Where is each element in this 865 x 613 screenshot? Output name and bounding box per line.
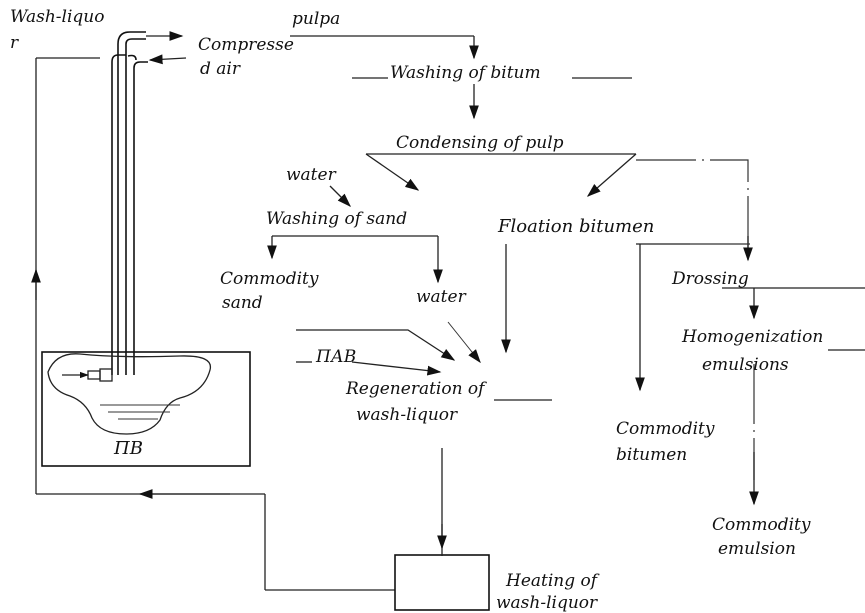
return-line	[31, 57, 395, 591]
pulpa-label: pulpa	[292, 9, 340, 29]
wash-liquor-label-line1: Wash-liquo	[10, 7, 105, 27]
tank-label: ПВ	[113, 438, 143, 459]
airlift-apparatus	[111, 31, 187, 375]
heating-label-line1: Heating of	[505, 571, 600, 591]
commodity-sand-label-line1: Commodity	[220, 269, 319, 289]
wash-tank: ПВ	[41, 351, 251, 467]
heating-label-line2: wash-liquor	[496, 593, 598, 613]
washing-of-bitum-label: Washing of bitum	[390, 63, 541, 83]
water-label-mid: water	[416, 287, 467, 307]
commodity-emulsion-label-line2: emulsion	[718, 539, 796, 559]
regeneration-label-line1: Regeneration of	[345, 379, 487, 399]
drossing-label: Drossing	[671, 269, 749, 289]
commodity-bitumen-label-line2: bitumen	[616, 445, 687, 465]
compressed-air-label-line2: d air	[200, 59, 241, 79]
floation-bitumen-label: Floation bitumen	[497, 216, 654, 237]
commodity-sand-label-line2: sand	[222, 293, 263, 313]
commodity-emulsion-label-line1: Commodity	[712, 515, 811, 535]
washing-of-sand-label: Washing of sand	[266, 209, 407, 229]
heating-box	[394, 554, 490, 611]
homogenization-label-line1: Homogenization	[681, 327, 823, 347]
wash-liquor-label-line2: r	[10, 33, 19, 53]
compressed-air-label-line1: Compresse	[198, 35, 294, 55]
regeneration-label-line2: wash-liquor	[356, 405, 458, 425]
pav-label: ПАВ	[315, 347, 356, 367]
water-label-top: water	[286, 165, 337, 185]
condensing-of-pulp-label: Condensing of pulp	[396, 133, 564, 153]
commodity-bitumen-label-line1: Commodity	[616, 419, 715, 439]
homogenization-label-line2: emulsions	[702, 355, 789, 375]
main-flow-lines	[267, 35, 865, 556]
